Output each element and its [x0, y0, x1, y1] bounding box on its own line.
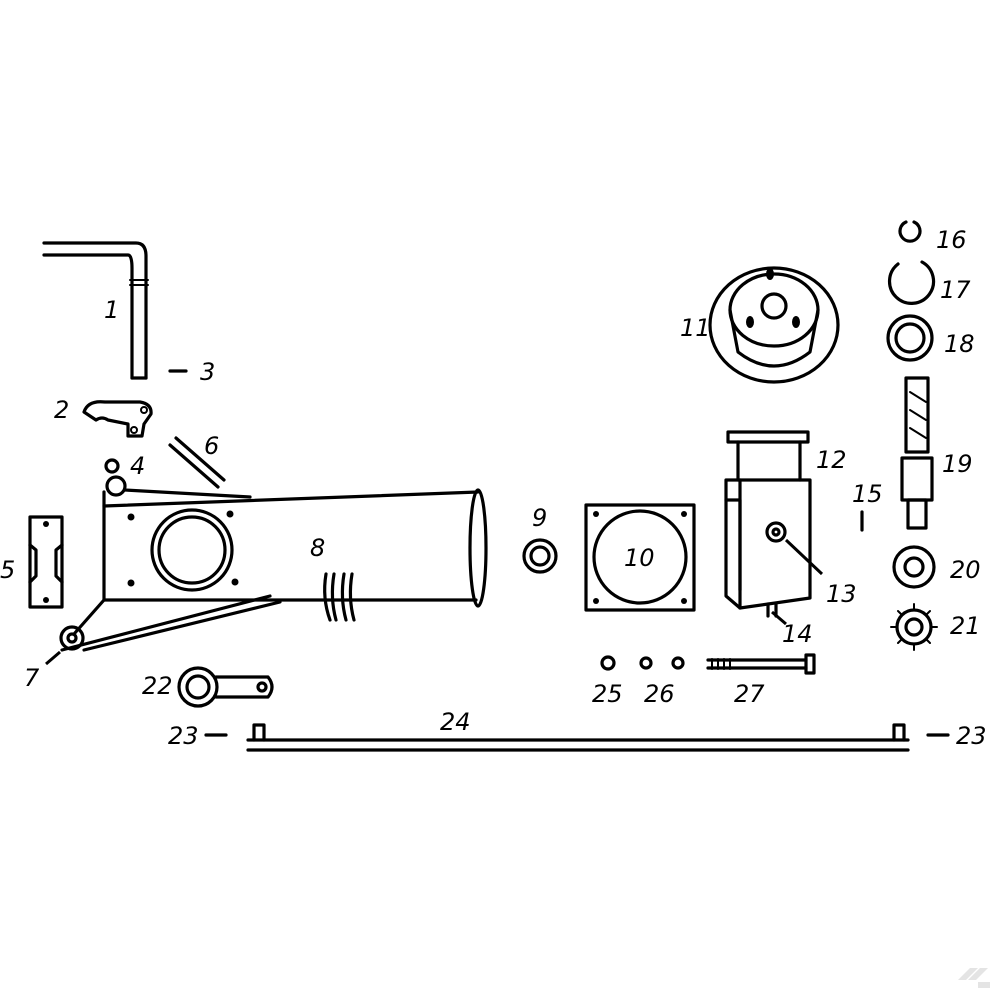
part-17-circlip[interactable]: [887, 260, 936, 305]
label-13: 13: [826, 580, 857, 608]
label-1: 1: [104, 296, 119, 324]
label-16: 16: [936, 226, 967, 254]
part-20-bearing[interactable]: [892, 545, 936, 589]
label-24: 24: [440, 708, 471, 736]
label-11: 11: [680, 314, 711, 342]
main-housing[interactable]: [59, 488, 488, 652]
label-2: 2: [54, 396, 69, 424]
part-1-crank-handle[interactable]: [42, 241, 149, 380]
watermark-logo: [958, 968, 990, 988]
part-21-gear[interactable]: [890, 603, 938, 651]
part-9-washer[interactable]: [522, 538, 558, 574]
part-18-bearing[interactable]: [886, 314, 934, 362]
part-6-spring-pin[interactable]: [168, 436, 226, 489]
label-22: 22: [142, 672, 173, 700]
leader-13: [784, 538, 824, 576]
label-23-right: 23: [956, 722, 987, 750]
part-22-link[interactable]: [177, 666, 274, 708]
part-11-cap[interactable]: [708, 266, 840, 384]
part-24-tie-rod[interactable]: [246, 723, 910, 752]
label-21: 21: [950, 612, 981, 640]
label-25: 25: [592, 680, 623, 708]
label-5: 5: [0, 556, 15, 584]
label-12: 12: [816, 446, 847, 474]
label-20: 20: [950, 556, 981, 584]
part-19-shaft[interactable]: [900, 376, 934, 530]
part-26-washers[interactable]: [639, 656, 685, 670]
label-8: 8: [310, 534, 325, 562]
label-19: 19: [942, 450, 973, 478]
part-4-knob[interactable]: [104, 458, 127, 497]
part-5-clamp-plate[interactable]: [28, 515, 64, 609]
leader-14: [771, 610, 787, 626]
label-3: 3: [200, 358, 215, 386]
label-9: 9: [532, 504, 547, 532]
part-16-circlip[interactable]: [898, 220, 922, 243]
label-6: 6: [204, 432, 219, 460]
part-10-gasket[interactable]: [584, 503, 696, 612]
label-7: 7: [24, 664, 40, 692]
part-13-plug[interactable]: [765, 521, 787, 543]
label-27: 27: [734, 680, 765, 708]
label-26: 26: [644, 680, 675, 708]
label-23-left: 23: [168, 722, 199, 750]
label-18: 18: [944, 330, 975, 358]
part-25-nut[interactable]: [600, 655, 616, 671]
part-8-springs[interactable]: [323, 572, 356, 622]
label-17: 17: [940, 276, 971, 304]
label-10: 10: [624, 544, 655, 572]
leader-7: [45, 650, 61, 666]
label-15: 15: [852, 480, 883, 508]
part-2-bracket[interactable]: [82, 400, 153, 438]
label-4: 4: [130, 452, 145, 480]
part-12-gear-housing[interactable]: [724, 430, 812, 610]
label-14: 14: [782, 620, 813, 648]
part-27-bolt[interactable]: [706, 653, 816, 675]
